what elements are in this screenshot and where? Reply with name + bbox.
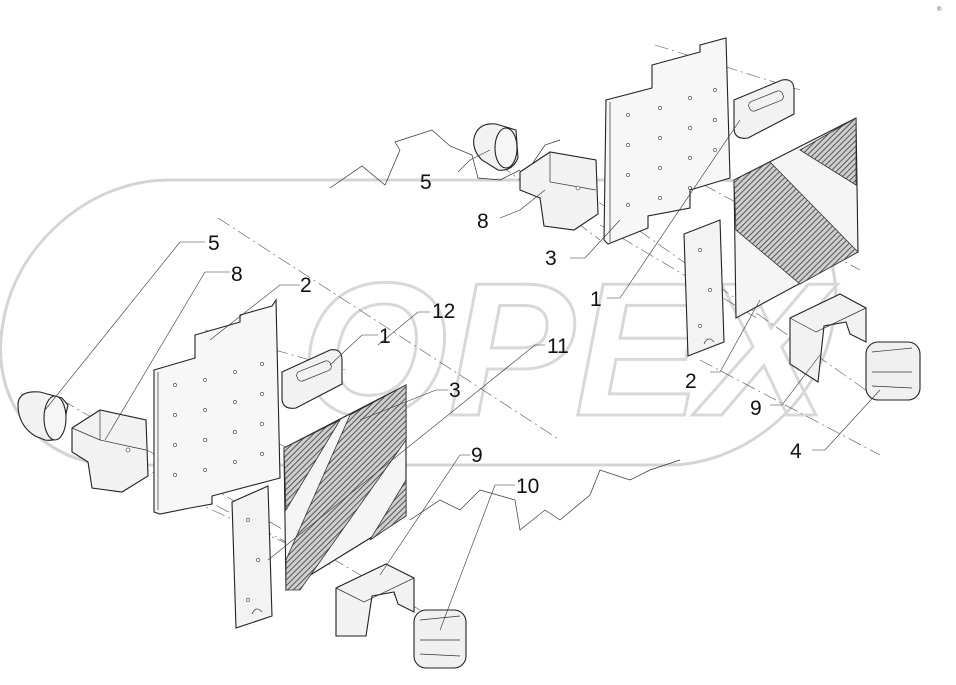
callout-label: 1 xyxy=(590,288,602,311)
part-10-end-cap-left xyxy=(413,609,467,669)
part-3-warning-sign-left xyxy=(283,384,407,591)
part-11-post-right xyxy=(683,219,725,357)
leader-lines xyxy=(44,119,881,631)
part-5-lamp-dome-right xyxy=(473,123,519,171)
callout-label: 9 xyxy=(750,397,762,420)
part-9-cover-left xyxy=(335,563,415,637)
callout-label: 4 xyxy=(790,440,802,463)
callout-label: 5 xyxy=(420,171,432,194)
callout-label: 12 xyxy=(432,300,455,323)
plate-holes-left xyxy=(173,362,264,477)
part-2-mounting-plate-left xyxy=(153,298,281,515)
part-4-end-cap-right xyxy=(865,341,921,401)
callout-label: 10 xyxy=(516,475,539,498)
callout-label: 1 xyxy=(379,325,391,348)
callout-label: 3 xyxy=(545,247,557,270)
callouts: 5 8 2 12 1 3 9 10 11 5 8 3 1 2 9 4 xyxy=(208,171,802,498)
callout-label: 8 xyxy=(231,263,243,286)
callout-label: 3 xyxy=(449,379,461,402)
part-2-mounting-plate-right xyxy=(603,37,731,245)
corner-mark: ® xyxy=(937,6,942,13)
callout-label: 8 xyxy=(477,210,489,233)
plate-holes-right xyxy=(626,88,717,207)
part-11-post-left xyxy=(231,485,273,629)
part-1-handle-bracket-right xyxy=(733,79,795,139)
part-5-lamp-dome-left xyxy=(17,391,69,441)
part-9-cover-right xyxy=(789,293,867,383)
callout-label: 2 xyxy=(685,370,697,393)
part-8-mount-block-right xyxy=(519,151,599,231)
callout-label: 9 xyxy=(471,444,483,467)
callout-label: 5 xyxy=(208,232,220,255)
callout-label: 2 xyxy=(300,274,312,297)
callout-label: 11 xyxy=(547,335,569,358)
part-3-warning-sign-right xyxy=(733,117,859,319)
part-8-mount-block-left xyxy=(71,409,149,493)
